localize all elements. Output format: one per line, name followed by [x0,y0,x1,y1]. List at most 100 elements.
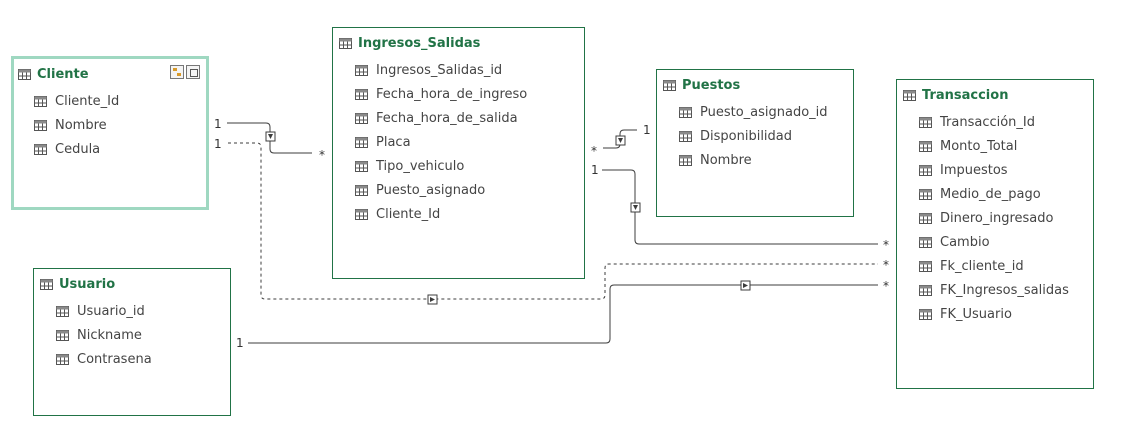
table-header[interactable]: Puestos [657,70,853,100]
field-item[interactable]: Cedula [14,137,206,161]
table-icon [355,88,368,100]
field-label: Monto_Total [940,138,1018,154]
field-label: Transacción_Id [940,114,1036,130]
field-item[interactable]: Fk_cliente_id [897,254,1093,278]
field-label: Nickname [77,327,142,343]
field-item[interactable]: Tipo_vehiculo [333,154,584,178]
field-item[interactable]: Nickname [34,323,230,347]
cardinality-one: 1 [591,163,599,177]
cardinality-one: 1 [236,336,244,350]
table-icon [679,154,692,166]
field-label: Dinero_ingresado [940,210,1054,226]
table-icon [56,305,69,317]
create-hierarchy-icon[interactable] [170,65,184,79]
field-item[interactable]: Fecha_hora_de_ingreso [333,82,584,106]
table-icon [34,95,47,107]
field-item[interactable]: Monto_Total [897,134,1093,158]
table-title: Ingresos_Salidas [358,35,481,51]
table-icon [919,284,932,296]
table-header[interactable]: Ingresos_Salidas [333,28,584,58]
table-title: Transaccion [922,87,1009,103]
field-list: Puesto_asignado_id Disponibilidad Nombre [657,100,853,172]
field-item[interactable]: Puesto_asignado [333,178,584,202]
cardinality-many: * [883,279,889,293]
table-icon [355,64,368,76]
table-icon [339,37,352,49]
field-item[interactable]: Placa [333,130,584,154]
table-icon [679,106,692,118]
field-item[interactable]: Contrasena [34,347,230,371]
table-icon [663,79,676,91]
table-icon [919,140,932,152]
field-label: Nombre [55,117,107,133]
table-icon [34,143,47,155]
table-icon [40,278,53,290]
field-label: Medio_de_pago [940,186,1041,202]
table-icon [355,112,368,124]
table-toolbar [170,65,200,79]
table-icon [355,136,368,148]
field-item[interactable]: Disponibilidad [657,124,853,148]
field-item[interactable]: Medio_de_pago [897,182,1093,206]
table-icon [56,329,69,341]
field-item[interactable]: FK_Ingresos_salidas [897,278,1093,302]
direction-marker [615,135,626,146]
table-icon [34,119,47,131]
field-label: Placa [376,134,411,150]
field-list: Cliente_Id Nombre Cedula [14,89,206,161]
direction-marker [740,280,751,291]
field-label: Fecha_hora_de_salida [376,110,518,126]
field-label: Contrasena [77,351,152,367]
table-puestos[interactable]: Puestos Puesto_asignado_id Disponibilida… [656,69,854,217]
field-label: Fk_cliente_id [940,258,1024,274]
table-header[interactable]: Transaccion [897,80,1093,110]
field-label: FK_Ingresos_salidas [940,282,1069,298]
relationship-line-puestos-ingresos [603,129,637,149]
table-header[interactable]: Usuario [34,269,230,299]
field-list: Ingresos_Salidas_id Fecha_hora_de_ingres… [333,58,584,226]
field-item[interactable]: Ingresos_Salidas_id [333,58,584,82]
field-item[interactable]: Nombre [657,148,853,172]
table-header[interactable]: Cliente [14,59,206,89]
cardinality-one: 1 [214,137,222,151]
relationship-line-usuario-transaccion [248,284,878,344]
field-item[interactable]: Transacción_Id [897,110,1093,134]
field-item[interactable]: Cambio [897,230,1093,254]
table-icon [679,130,692,142]
field-item[interactable]: Cliente_Id [333,202,584,226]
table-cliente[interactable]: Cliente Cliente_Id Nombre Cedula [11,56,209,210]
table-icon [919,236,932,248]
field-label: Fecha_hora_de_ingreso [376,86,528,102]
table-transaccion[interactable]: Transaccion Transacción_Id Monto_Total I… [896,79,1094,389]
table-title: Cliente [37,66,89,82]
table-icon [919,164,932,176]
direction-marker [630,202,641,213]
table-icon [903,89,916,101]
field-item[interactable]: Impuestos [897,158,1093,182]
table-icon [919,260,932,272]
field-label: Puesto_asignado [376,182,486,198]
cardinality-many: * [883,238,889,252]
field-item[interactable]: Fecha_hora_de_salida [333,106,584,130]
field-item[interactable]: Puesto_asignado_id [657,100,853,124]
field-item[interactable]: Dinero_ingresado [897,206,1093,230]
table-title: Puestos [682,77,741,93]
relationship-line-cliente-ingresos [227,122,312,154]
table-icon [56,353,69,365]
field-label: Nombre [700,152,752,168]
direction-marker [427,294,438,305]
table-icon [355,208,368,220]
cardinality-many: * [319,148,325,162]
field-label: Puesto_asignado_id [700,104,828,120]
direction-marker [265,131,276,142]
restore-view-icon[interactable] [186,65,200,79]
field-label: Disponibilidad [700,128,793,144]
field-item[interactable]: Nombre [14,113,206,137]
field-item[interactable]: Cliente_Id [14,89,206,113]
table-usuario[interactable]: Usuario Usuario_id Nickname Contrasena [33,268,231,416]
field-item[interactable]: Usuario_id [34,299,230,323]
field-label: Impuestos [940,162,1008,178]
table-icon [18,68,31,80]
table-ingresos-salidas[interactable]: Ingresos_Salidas Ingresos_Salidas_id Fec… [332,27,585,279]
field-item[interactable]: FK_Usuario [897,302,1093,326]
